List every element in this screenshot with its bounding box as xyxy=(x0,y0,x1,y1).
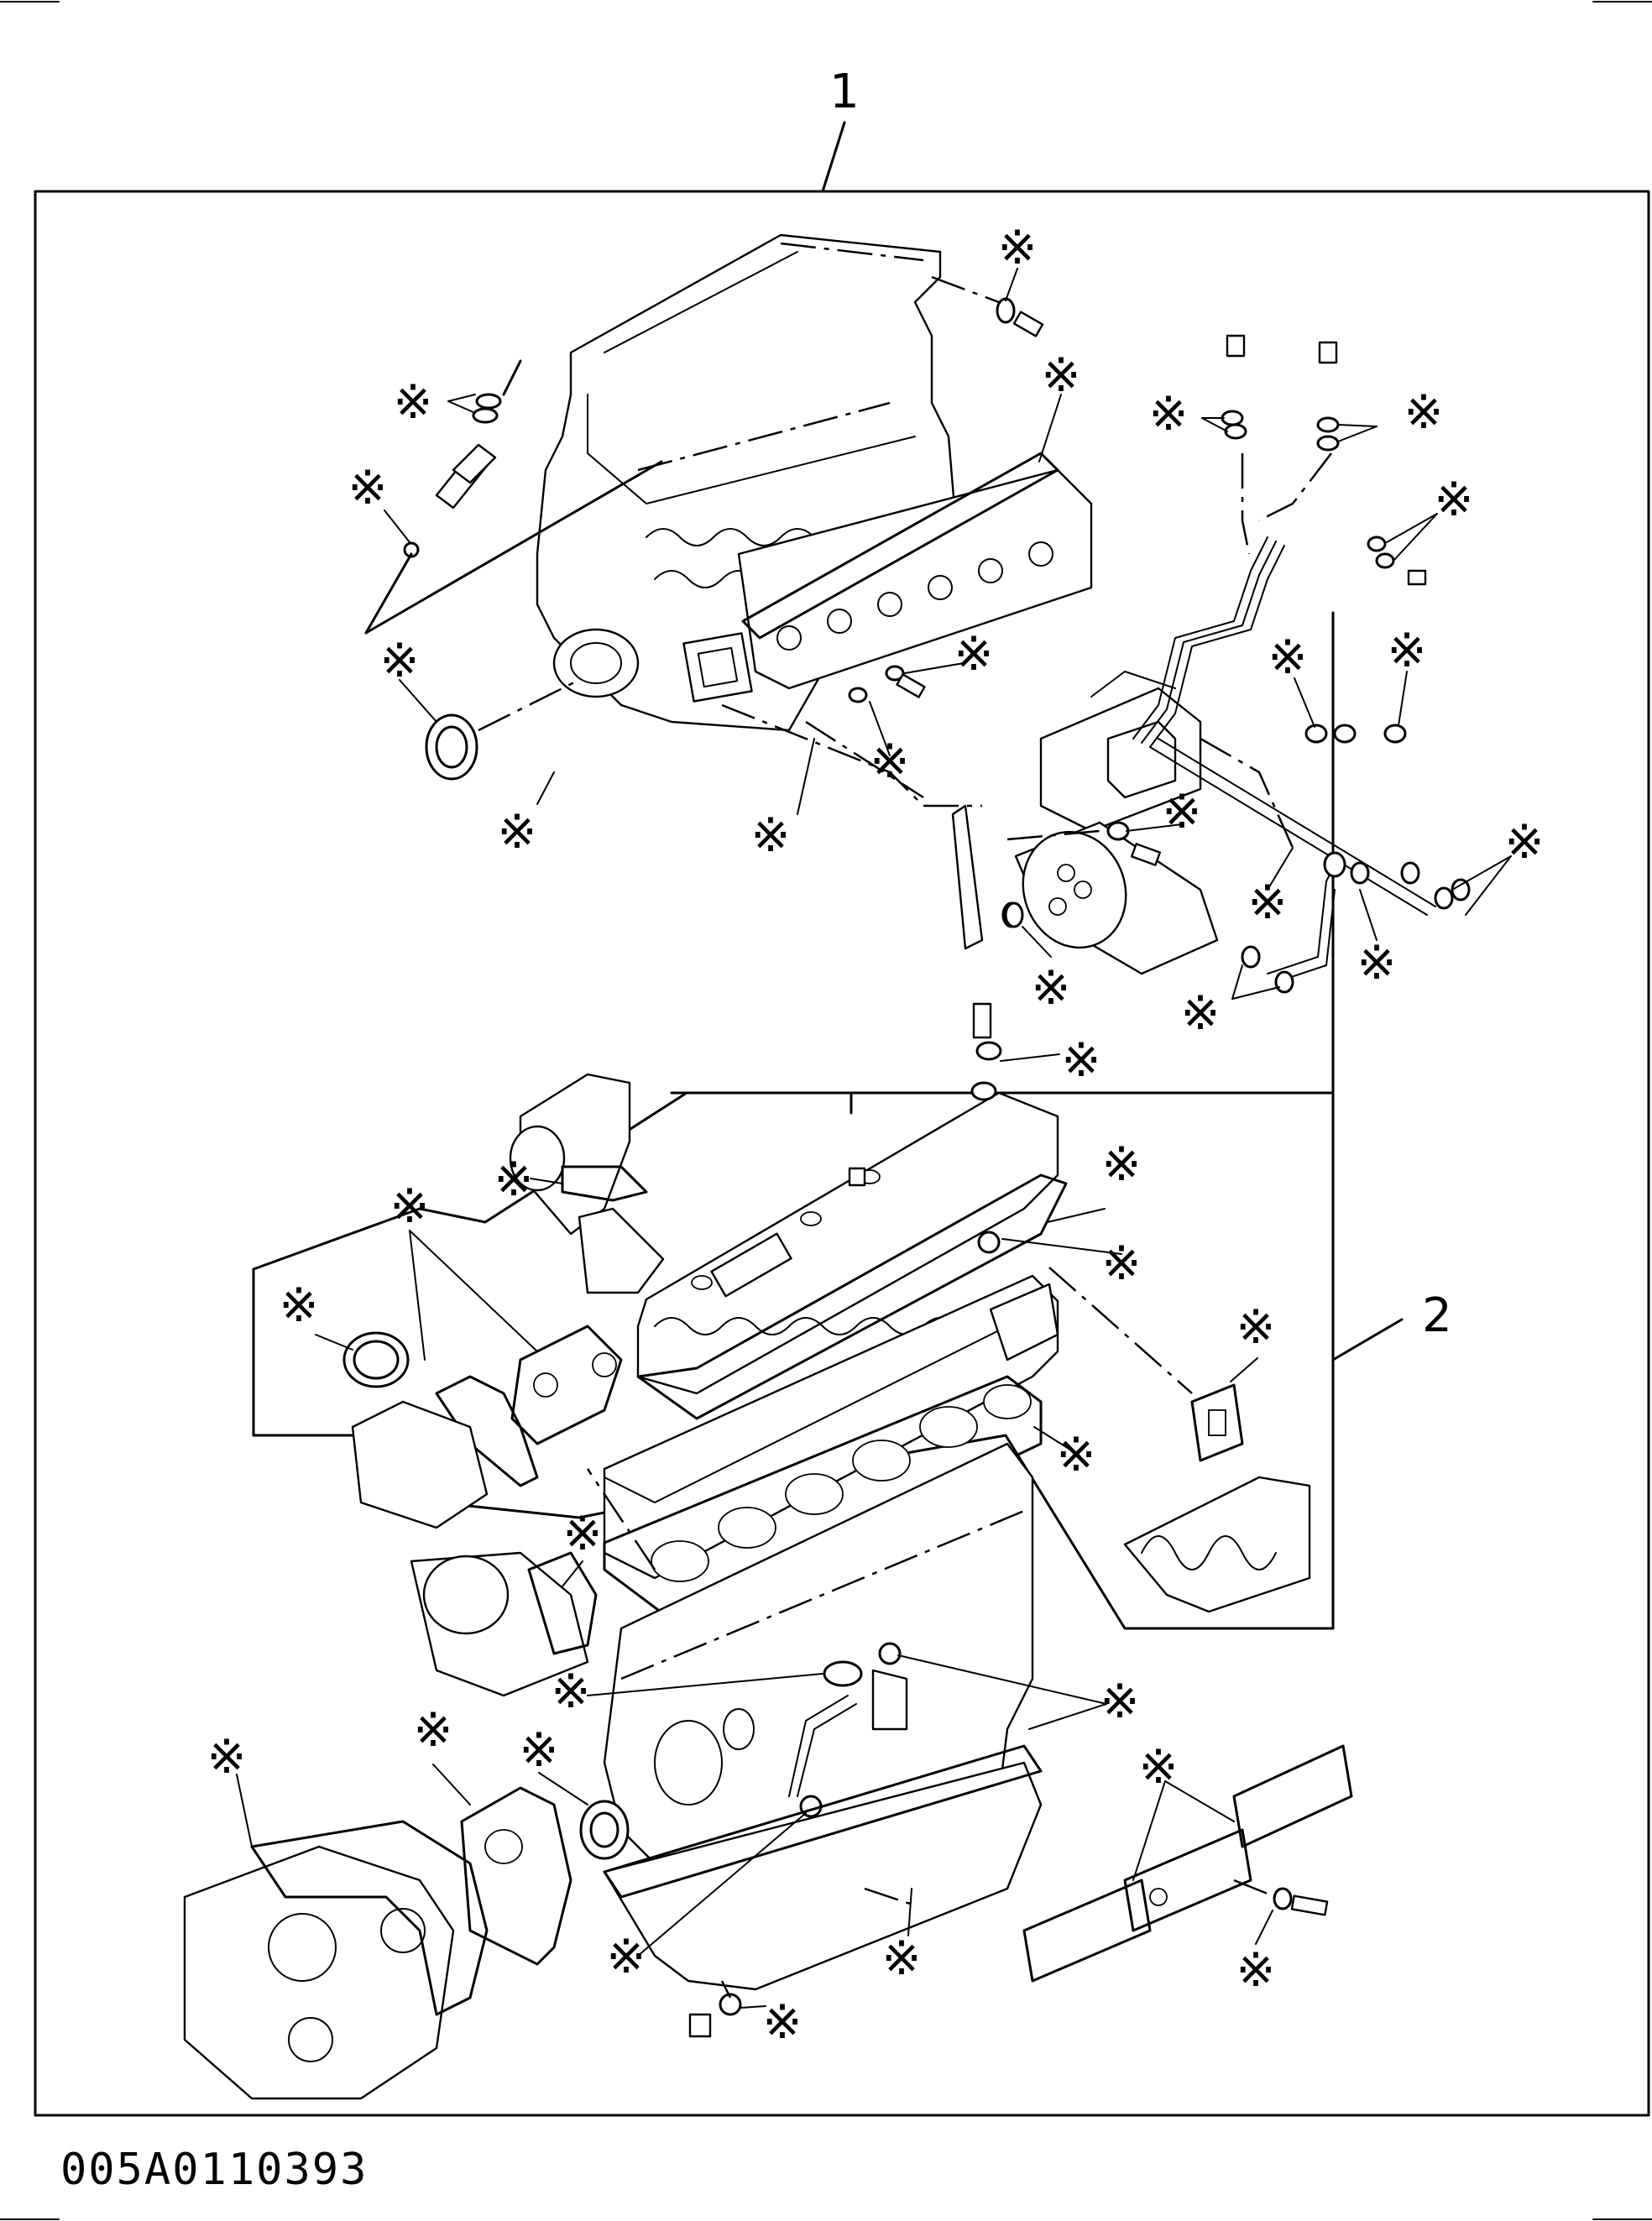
marker: ※ xyxy=(414,1703,453,1758)
engine-upper-assembly xyxy=(536,233,1093,732)
marker: ※ xyxy=(1062,1033,1101,1088)
marker: ※ xyxy=(1032,961,1071,1016)
marker: ※ xyxy=(1236,1943,1276,1998)
exhaust-gaskets xyxy=(435,1325,623,1487)
oil-pan xyxy=(603,1744,1043,2038)
marker: ※ xyxy=(607,1930,646,1984)
exhaust-manifold xyxy=(1123,1383,1311,1613)
water-outlet xyxy=(509,1073,648,1236)
upper-dash-paths xyxy=(721,275,1332,849)
marker: ※ xyxy=(1163,785,1202,839)
marker: ※ xyxy=(870,734,910,789)
upper-leader-lines xyxy=(384,268,1512,1000)
callout-2-label: 2 xyxy=(1422,1288,1452,1343)
marker: ※ xyxy=(1100,1675,1140,1729)
fuel-pump-assembly xyxy=(1014,536,1285,975)
marker: ※ xyxy=(1388,624,1427,678)
marker: ※ xyxy=(1357,936,1397,990)
timing-cover xyxy=(183,1820,489,2100)
front-oil-seal xyxy=(425,713,478,781)
marker: ※ xyxy=(1102,1236,1142,1291)
marker: ※ xyxy=(1236,1300,1276,1355)
marker: ※ xyxy=(751,808,791,863)
marker: ※ xyxy=(390,1179,430,1234)
marker: ※ xyxy=(1268,630,1308,685)
marker: ※ xyxy=(1404,385,1444,440)
marker: ※ xyxy=(1248,875,1288,930)
marker: ※ xyxy=(1181,986,1221,1041)
marker: ※ xyxy=(280,1278,319,1333)
turbo-seal-ring xyxy=(342,1331,410,1388)
drawing-code: 005A0110393 xyxy=(60,2145,368,2195)
kit-frame xyxy=(34,190,1650,2117)
injector-group xyxy=(403,359,522,558)
turbo-housing xyxy=(351,1400,489,1529)
marker: ※ xyxy=(1149,387,1189,442)
marker: ※ xyxy=(394,375,433,430)
marker: ※ xyxy=(348,461,388,515)
kit-part-markers: ※ ※ ※ ※ ※ ※ ※ ※ ※ ※ ※ ※ ※ ※ ※ ※ ※ ※ ※ ※ … xyxy=(207,221,1545,2050)
callout-1-label: 1 xyxy=(829,65,860,119)
side-cover-gaskets xyxy=(1022,1744,1353,1983)
timing-gasket-plate xyxy=(460,1786,572,1966)
leak-off-pipe xyxy=(951,738,1436,950)
marker: ※ xyxy=(1102,1137,1142,1192)
marker: ※ xyxy=(998,221,1038,275)
marker: ※ xyxy=(207,1730,247,1785)
lower-leader-lines xyxy=(236,1053,1273,2009)
marker: ※ xyxy=(498,805,537,860)
marker: ※ xyxy=(494,1152,534,1207)
bolt-washer-set-upper xyxy=(848,297,1427,928)
cylinder-head xyxy=(603,1274,1059,1580)
marker: ※ xyxy=(1042,348,1081,403)
marker: ※ xyxy=(763,1995,802,2050)
marker: ※ xyxy=(954,627,994,682)
rocker-gasket xyxy=(636,1173,1068,1420)
return-pipe xyxy=(1241,851,1471,994)
marker: ※ xyxy=(1139,1740,1179,1795)
marker: ※ xyxy=(882,1931,922,1986)
marker: ※ xyxy=(1435,473,1474,527)
callout-2-leader xyxy=(1331,1318,1404,1361)
thermostat-housing xyxy=(578,1207,665,1294)
marker: ※ xyxy=(520,1723,559,1778)
sub-kit-2-top xyxy=(850,1091,900,1115)
water-pump xyxy=(410,1551,598,1697)
marker: ※ xyxy=(563,1507,603,1561)
marker: ※ xyxy=(552,1664,591,1719)
oil-pipe-assembly xyxy=(788,1642,908,1818)
marker: ※ xyxy=(1057,1428,1096,1482)
marker: ※ xyxy=(380,634,420,688)
head-gasket xyxy=(603,1375,1043,1622)
marker: ※ xyxy=(1505,815,1545,870)
lower-dash-paths xyxy=(586,1267,1277,1999)
callout-1-leader xyxy=(821,121,846,193)
engine-block-lower xyxy=(603,1442,1034,1890)
rocker-cover xyxy=(636,1002,1059,1395)
rear-oil-seal xyxy=(579,1800,630,1860)
